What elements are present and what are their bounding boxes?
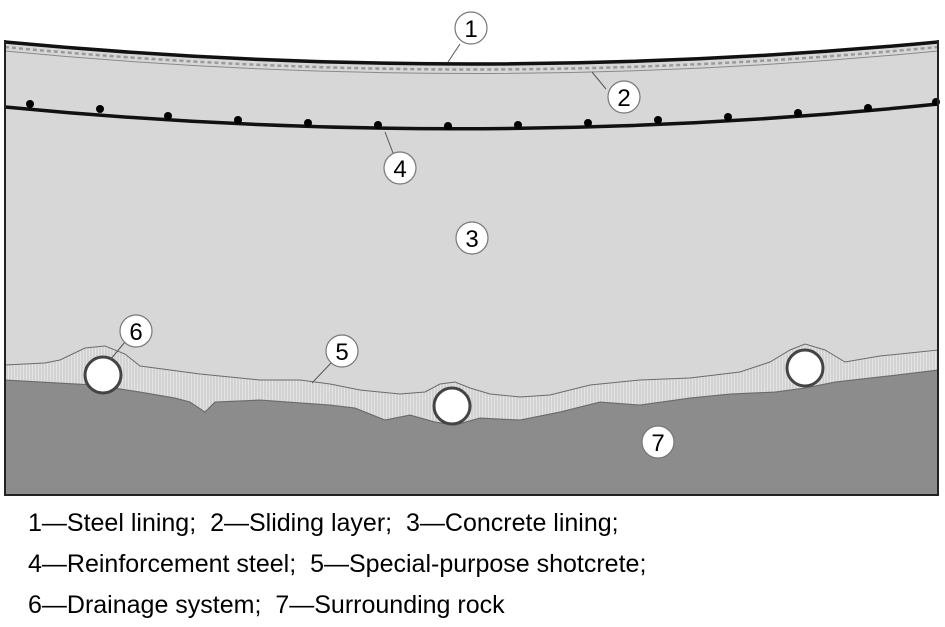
callout-6: 6 [119, 314, 153, 348]
shotcrete-layer [4, 343, 939, 426]
rebar-dot-icon [654, 116, 662, 124]
rebar-dot-icon [444, 122, 452, 130]
rebar-dot-icon [234, 116, 242, 124]
callout-4-label: 4 [393, 156, 406, 183]
callout-4: 4 [383, 151, 417, 185]
rebar-dot-icon [864, 104, 872, 112]
callout-3-label: 3 [465, 226, 478, 253]
drain-pipe-icon [785, 348, 825, 388]
leader-line-6 [109, 341, 126, 361]
callout-3-circle [455, 221, 489, 255]
callout-7-label: 7 [651, 430, 664, 457]
section-frame [4, 40, 939, 496]
legend: 1—Steel lining; 2—Sliding layer; 3—Concr… [28, 503, 928, 626]
callout-5: 5 [325, 334, 359, 368]
callout-2: 2 [607, 80, 641, 114]
callout-7-circle [641, 425, 675, 459]
rebar-dot-icon [724, 113, 732, 121]
rebar-dot-icon [374, 121, 382, 129]
legend-line-3: 6—Drainage system; 7—Surrounding rock [28, 585, 928, 626]
legend-item-shotcrete: 5—Special-purpose shotcrete; [310, 550, 647, 578]
reinforcement-steel [4, 102, 939, 131]
leader-line-2 [591, 71, 607, 90]
callout-6-label: 6 [129, 319, 142, 346]
tunnel-lining-cross-section: 1 2 3 4 5 6 7 [4, 11, 940, 496]
callout-7: 7 [641, 425, 675, 459]
callout-1-label: 1 [464, 16, 477, 43]
leader-line-5 [311, 362, 332, 384]
legend-item-drainage-system: 6—Drainage system; [28, 591, 262, 619]
callout-5-circle [325, 334, 359, 368]
callout-1-circle [454, 11, 488, 45]
rebar-dot-icon [304, 119, 312, 127]
legend-item-steel-lining: 1—Steel lining; [28, 509, 197, 537]
callout-6-circle [119, 314, 153, 348]
leader-line-4 [384, 131, 394, 154]
drain-pipe-icon [83, 355, 123, 395]
rebar-dot-icon [584, 119, 592, 127]
callout-4-circle [383, 151, 417, 185]
callout-2-circle [607, 80, 641, 114]
rebar-dot-icon [794, 109, 802, 117]
rebar-dot-icon [26, 100, 34, 108]
rebar-dot-icon [514, 121, 522, 129]
drain-pipe-icon [432, 386, 472, 426]
legend-line-2: 4—Reinforcement steel; 5—Special-purpose… [28, 544, 928, 585]
rebar-dot-icon [96, 105, 104, 113]
callout-2-label: 2 [617, 85, 630, 112]
legend-item-concrete-lining: 3—Concrete lining; [406, 509, 619, 537]
callout-1: 1 [454, 11, 488, 45]
legend-line-1: 1—Steel lining; 2—Sliding layer; 3—Concr… [28, 503, 928, 544]
rebar-dot-icon [164, 112, 172, 120]
callout-5-label: 5 [335, 339, 348, 366]
steel-lining [4, 40, 939, 66]
drainage-pipes [83, 348, 825, 426]
legend-item-surrounding-rock: 7—Surrounding rock [275, 591, 505, 619]
legend-item-reinforcement-steel: 4—Reinforcement steel; [28, 550, 297, 578]
leader-lines [109, 43, 607, 384]
sliding-layer [4, 45, 939, 71]
sliding-layer-line [4, 50, 939, 74]
legend-item-sliding-layer: 2—Sliding layer; [210, 509, 393, 537]
callout-3: 3 [455, 221, 489, 255]
leader-line-1 [447, 43, 461, 63]
